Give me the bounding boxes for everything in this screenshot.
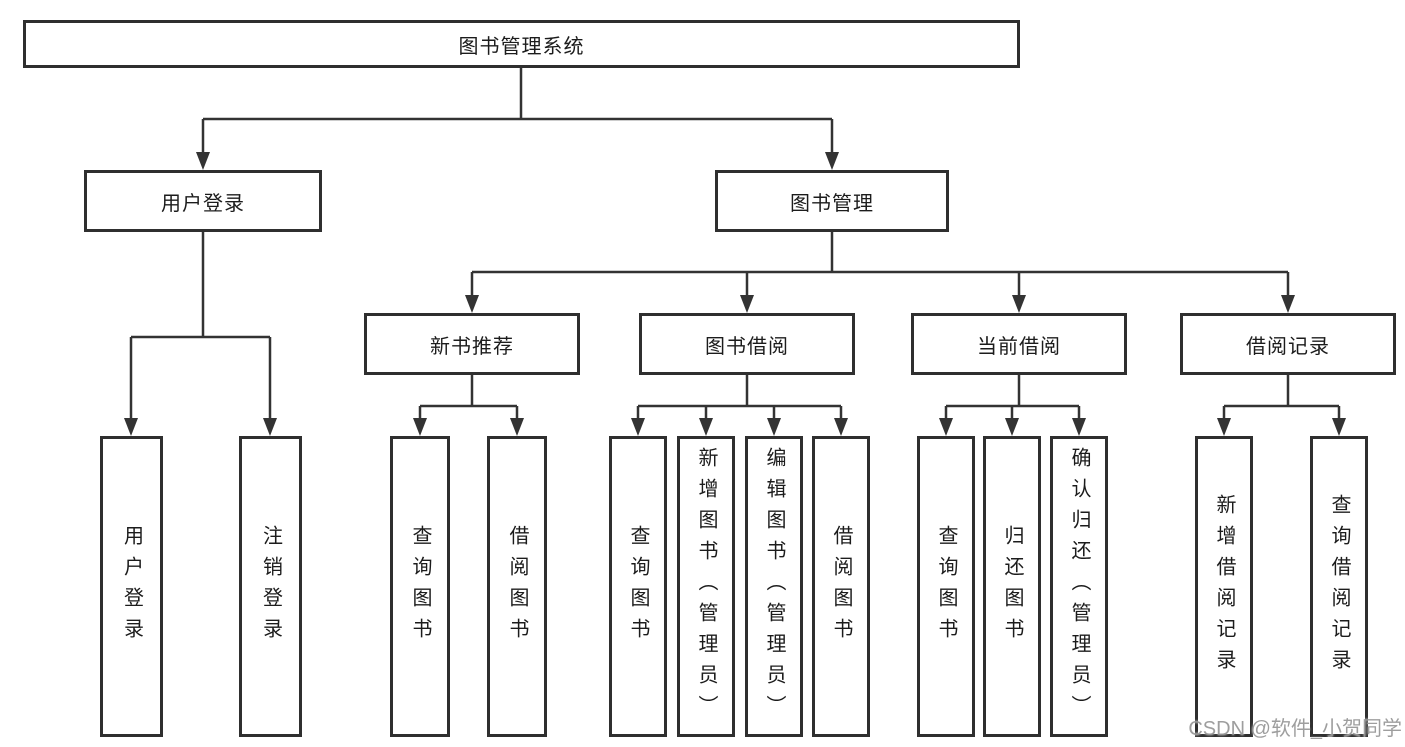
leaf-newrec-borrow-books: 借阅图书 (487, 436, 547, 737)
leaf-newrec-query-books-label: 查询图书 (409, 524, 431, 649)
node-book-borrowing-label: 图书借阅 (705, 335, 789, 358)
leaf-records-query-record-label: 查询借阅记录 (1328, 493, 1350, 680)
leaf-user-login-label: 用户登录 (120, 524, 143, 649)
leaf-user-login: 用户登录 (100, 436, 163, 737)
node-borrowing-records-label: 借阅记录 (1246, 335, 1330, 358)
csdn-watermark: CSDN @软件_小贺同学 (1188, 718, 1402, 740)
leaf-borrow-edit-books-admin: 编辑图书（管理员） (745, 436, 803, 737)
leaf-newrec-query-books: 查询图书 (390, 436, 450, 737)
connectors-user-login (124, 232, 277, 436)
connectors-new-book-recommend (413, 375, 524, 436)
node-library-management-system-label: 图书管理系统 (458, 35, 585, 58)
leaf-records-add-record-label: 新增借阅记录 (1213, 493, 1235, 680)
node-user-login: 用户登录 (84, 170, 322, 232)
node-book-borrowing: 图书借阅 (639, 313, 855, 375)
connectors-current-borrowing (939, 375, 1086, 436)
leaf-borrow-query-books-label: 查询图书 (627, 524, 649, 649)
leaf-borrow-query-books: 查询图书 (609, 436, 667, 737)
node-new-book-recommend-label: 新书推荐 (430, 335, 514, 358)
node-borrowing-records: 借阅记录 (1180, 313, 1396, 375)
connectors-borrowing-records (1217, 375, 1346, 436)
leaf-current-confirm-return-admin-label: 确认归还（管理员） (1068, 447, 1090, 726)
connectors-book-borrowing (631, 375, 848, 436)
node-library-management-system: 图书管理系统 (23, 20, 1020, 68)
connectors-root (196, 68, 839, 170)
leaf-current-query-books: 查询图书 (917, 436, 975, 737)
leaf-borrow-edit-books-admin-label: 编辑图书（管理员） (763, 447, 785, 726)
node-user-login-label: 用户登录 (161, 192, 245, 215)
node-new-book-recommend: 新书推荐 (364, 313, 580, 375)
leaf-current-return-books: 归还图书 (983, 436, 1041, 737)
leaf-logout-label: 注销登录 (259, 524, 282, 649)
node-book-management: 图书管理 (715, 170, 949, 232)
leaf-borrow-borrow-books-label: 借阅图书 (830, 524, 852, 649)
node-current-borrowing-label: 当前借阅 (977, 335, 1061, 358)
leaf-borrow-add-books-admin-label: 新增图书（管理员） (695, 447, 717, 726)
leaf-current-query-books-label: 查询图书 (935, 524, 957, 649)
leaf-borrow-borrow-books: 借阅图书 (812, 436, 870, 737)
node-current-borrowing: 当前借阅 (911, 313, 1127, 375)
node-book-management-label: 图书管理 (790, 192, 874, 215)
connectors-book-management (465, 232, 1295, 313)
leaf-records-query-record: 查询借阅记录 (1310, 436, 1368, 737)
leaf-current-confirm-return-admin: 确认归还（管理员） (1050, 436, 1108, 737)
leaf-borrow-add-books-admin: 新增图书（管理员） (677, 436, 735, 737)
leaf-records-add-record: 新增借阅记录 (1195, 436, 1253, 737)
leaf-newrec-borrow-books-label: 借阅图书 (506, 524, 528, 649)
leaf-logout: 注销登录 (239, 436, 302, 737)
leaf-current-return-books-label: 归还图书 (1001, 524, 1023, 649)
